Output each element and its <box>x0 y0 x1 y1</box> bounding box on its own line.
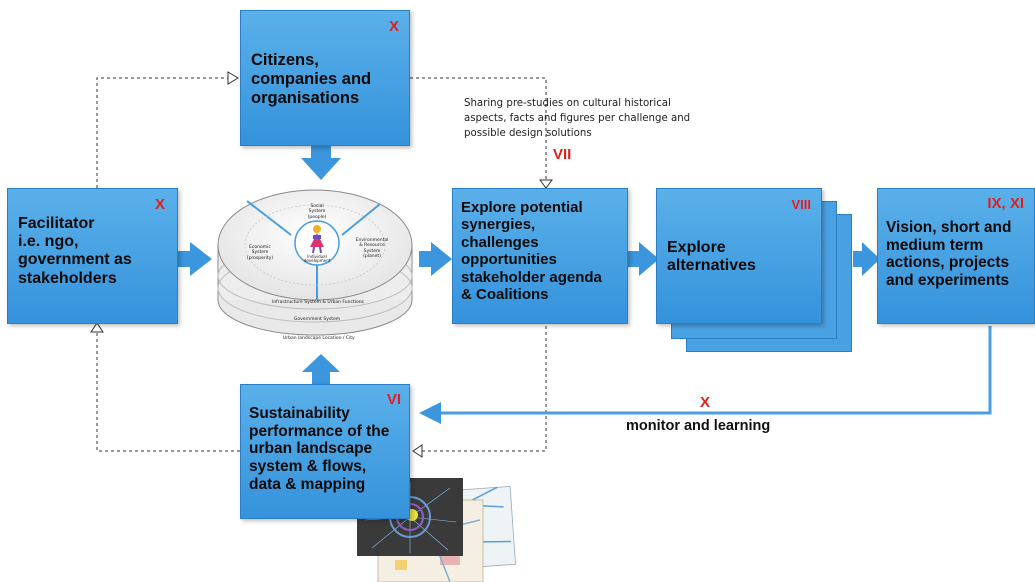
sharing-annotation: Sharing pre-studies on cultural historic… <box>464 97 690 141</box>
disc-environmental-line: System <box>363 248 381 254</box>
box-facilitator-text: Facilitator i.e. ngo, government as stak… <box>18 215 132 288</box>
box-explore-alternatives-text: Explore alternatives <box>667 239 756 275</box>
box-explore-potential-line: stakeholder agenda <box>461 268 602 286</box>
disc-social-line: System <box>308 209 326 215</box>
box-explore-potential-line: Explore potential <box>461 199 583 216</box>
arrow-potential-right <box>628 242 659 276</box>
dashed-connectors <box>96 77 547 452</box>
box-explore-alternatives-tag: VIII <box>791 197 811 212</box>
monitor-feedback-line <box>419 326 992 424</box>
disc-economic-line: System <box>251 250 269 256</box>
box-facilitator-tag: X <box>154 196 165 213</box>
arrow-alternatives-right <box>853 242 880 276</box>
box-vision-line: and experiments <box>886 271 1010 289</box>
box-sustainability-line: performance of the <box>249 422 390 440</box>
disc-center-line: Individual <box>307 254 327 259</box>
box-vision-tag: IX, XI <box>987 195 1024 212</box>
disc-social-line: (people) <box>307 214 327 220</box>
box-explore-alternatives: Explore alternatives VIII <box>656 188 822 324</box>
disc-environmental-label: Environmental & Resource System (planet) <box>355 238 389 260</box>
box-sustainability-text: Sustainability performance of the urban … <box>249 405 389 493</box>
hollow-arrowheads <box>90 71 553 458</box>
sharing-annotation-line: Sharing pre-studies on cultural historic… <box>464 98 671 109</box>
box-facilitator-line: Facilitator <box>18 215 95 232</box>
box-explore-potential-line: & Coalitions <box>461 285 549 303</box>
flow-arrows <box>178 146 880 384</box>
disc-environmental-line: Environmental <box>355 238 389 243</box>
box-citizens-tag: X <box>388 18 399 35</box>
person-icon <box>310 225 324 254</box>
box-sustainability: Sustainability performance of the urban … <box>240 384 410 519</box>
box-citizens-text: Citizens, companies and organisations <box>251 51 371 107</box>
disc-environmental-line: (planet) <box>363 254 381 260</box>
box-vision-line: medium term <box>886 236 984 254</box>
box-vision-text: Vision, short and medium term actions, p… <box>886 219 1011 290</box>
box-sustainability-line: data & mapping <box>249 475 366 493</box>
box-explore-potential-line: challenges <box>461 233 539 251</box>
box-explore-potential: Explore potential synergies, challenges … <box>452 188 628 324</box>
disc-center-line: development <box>303 258 331 264</box>
sharing-annotation-line: possible design solutions <box>464 127 592 139</box>
box-explore-alternatives-line: Explore <box>667 239 726 256</box>
box-vision-line: actions, projects <box>886 254 1010 272</box>
box-facilitator-line: government as <box>18 251 132 269</box>
box-explore-potential-line: opportunities <box>461 251 557 269</box>
box-vision: Vision, short and medium term actions, p… <box>877 188 1035 324</box>
sharing-tag: VII <box>553 146 572 163</box>
disc-ring1-label: Infrastructure System & Urban Functions <box>272 300 364 305</box>
disc-economic-line: (prosperity) <box>246 255 274 261</box>
arrow-disc-right <box>419 242 452 276</box>
box-explore-potential-text: Explore potential synergies, challenges … <box>461 199 602 303</box>
box-facilitator-line: i.e. ngo, <box>18 233 79 251</box>
systems-disc <box>217 189 413 336</box>
monitor-tag: X <box>700 394 711 411</box>
box-sustainability-line: system & flows, <box>249 457 367 475</box>
disc-bottom-label: Urban landscape Location / City <box>283 336 355 341</box>
box-citizens-line: Citizens, <box>251 51 319 69</box>
disc-social-label: Social System (people) <box>303 204 331 220</box>
disc-environmental-line: & Resource <box>359 243 385 249</box>
disc-center-label: Individual development <box>299 254 335 264</box>
box-sustainability-line: urban landscape <box>249 440 373 458</box>
box-explore-alternatives-line: alternatives <box>667 257 756 275</box>
arrow-facilitator-right <box>178 242 212 276</box>
disc-economic-line: Economic <box>249 245 271 250</box>
box-facilitator-line: stakeholders <box>18 269 117 287</box>
box-citizens-line: companies and <box>251 69 372 88</box>
box-facilitator: Facilitator i.e. ngo, government as stak… <box>7 188 178 324</box>
disc-ring2-label: Government System <box>293 317 341 322</box>
monitor-label: monitor and learning <box>626 418 771 434</box>
arrow-citizens-down <box>301 146 341 180</box>
disc-economic-label: Economic System (prosperity) <box>246 245 274 261</box>
box-sustainability-tag: VI <box>386 391 401 408</box>
arrow-sustainability-up <box>302 354 340 384</box>
box-citizens: Citizens, companies and organisations X <box>240 10 410 146</box>
box-explore-potential-line: synergies, <box>461 216 536 234</box>
box-vision-line: Vision, short and <box>886 219 1012 236</box>
disc-social-line: Social <box>310 204 324 209</box>
box-citizens-line: organisations <box>251 88 360 107</box>
box-sustainability-line: Sustainability <box>249 405 350 422</box>
sharing-annotation-line: aspects, facts and figures per challenge… <box>464 112 691 124</box>
